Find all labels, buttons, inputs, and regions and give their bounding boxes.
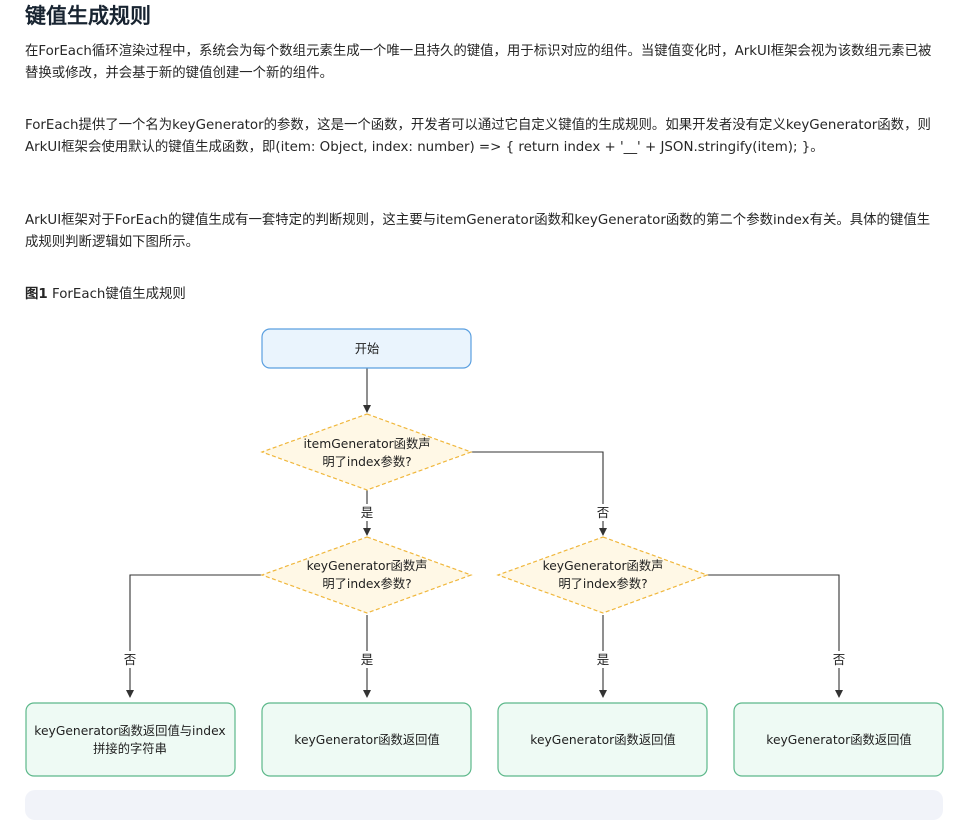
result-concat-node: keyGenerator函数返回值与index 拼接的字符串 (25, 702, 236, 777)
page-title: 键值生成规则 (25, 4, 151, 28)
decision-itemgenerator-index: itemGenerator函数声 明了index参数? (260, 413, 473, 491)
result-return-box-1 (261, 702, 472, 777)
result-return-box-2 (497, 702, 708, 777)
decision-keygenerator-right-line1: keyGenerator函数声 (543, 558, 664, 573)
edge-item-no-upper (471, 451, 604, 504)
result-return-label-2: keyGenerator函数返回值 (530, 732, 675, 747)
figure-caption-label: 图1 (25, 287, 48, 302)
flowchart-edges (126, 368, 843, 698)
result-concat-line1: keyGenerator函数返回值与index (34, 723, 225, 738)
start-node: 开始 (261, 328, 472, 369)
result-concat-box (25, 702, 236, 777)
paragraph-intro: 在ForEach循环渲染过程中，系统会为每个数组元素生成一个唯一且持久的键值，用… (25, 44, 932, 81)
decision-keygenerator-left-line2: 明了index参数? (322, 576, 411, 591)
flowchart-diagram: 是 否 否 是 是 否 开始 itemGenerator函数声 明了index参… (25, 328, 944, 777)
result-return-node-3: keyGenerator函数返回值 (733, 702, 944, 777)
edge-right-no-upper (707, 574, 840, 651)
result-return-label-3: keyGenerator函数返回值 (766, 732, 911, 747)
edge-label-left-yes: 是 (361, 652, 374, 667)
decision-itemgenerator-line1: itemGenerator函数声 (303, 436, 430, 451)
result-concat-line2: 拼接的字符串 (93, 741, 167, 756)
decision-keygenerator-left: keyGenerator函数声 明了index参数? (260, 536, 473, 614)
result-return-node-2: keyGenerator函数返回值 (497, 702, 708, 777)
decision-keygenerator-right-line2: 明了index参数? (558, 576, 647, 591)
figure-caption-text: ForEach键值生成规则 (51, 287, 186, 302)
figure-caption: 图1 ForEach键值生成规则 (25, 285, 186, 305)
paragraph-rules: ArkUI框架对于ForEach的键值生成有一套特定的判断规则，这主要与item… (25, 213, 931, 250)
edge-label-right-no: 否 (833, 652, 846, 667)
decision-keygenerator-left-line1: keyGenerator函数声 (307, 558, 428, 573)
decision-keygenerator-right-shape (496, 536, 709, 614)
start-node-label: 开始 (355, 342, 380, 356)
result-return-box-3 (733, 702, 944, 777)
decision-itemgenerator-shape (260, 413, 473, 491)
start-node-box (261, 328, 472, 369)
edge-label-item-yes: 是 (361, 505, 374, 520)
edge-label-item-no: 否 (597, 505, 610, 520)
edge-left-no-upper (129, 574, 262, 651)
decision-keygenerator-right: keyGenerator函数声 明了index参数? (496, 536, 709, 614)
decision-keygenerator-left-shape (260, 536, 473, 614)
decision-itemgenerator-line2: 明了index参数? (322, 454, 411, 469)
edge-label-right-yes: 是 (597, 652, 610, 667)
edge-label-left-no: 否 (124, 652, 137, 667)
paragraph-keygenerator: ForEach提供了一个名为keyGenerator的参数，这是一个函数，开发者… (25, 118, 931, 155)
result-return-label-1: keyGenerator函数返回值 (294, 732, 439, 747)
result-return-node-1: keyGenerator函数返回值 (261, 702, 472, 777)
next-section-panel (25, 790, 943, 820)
